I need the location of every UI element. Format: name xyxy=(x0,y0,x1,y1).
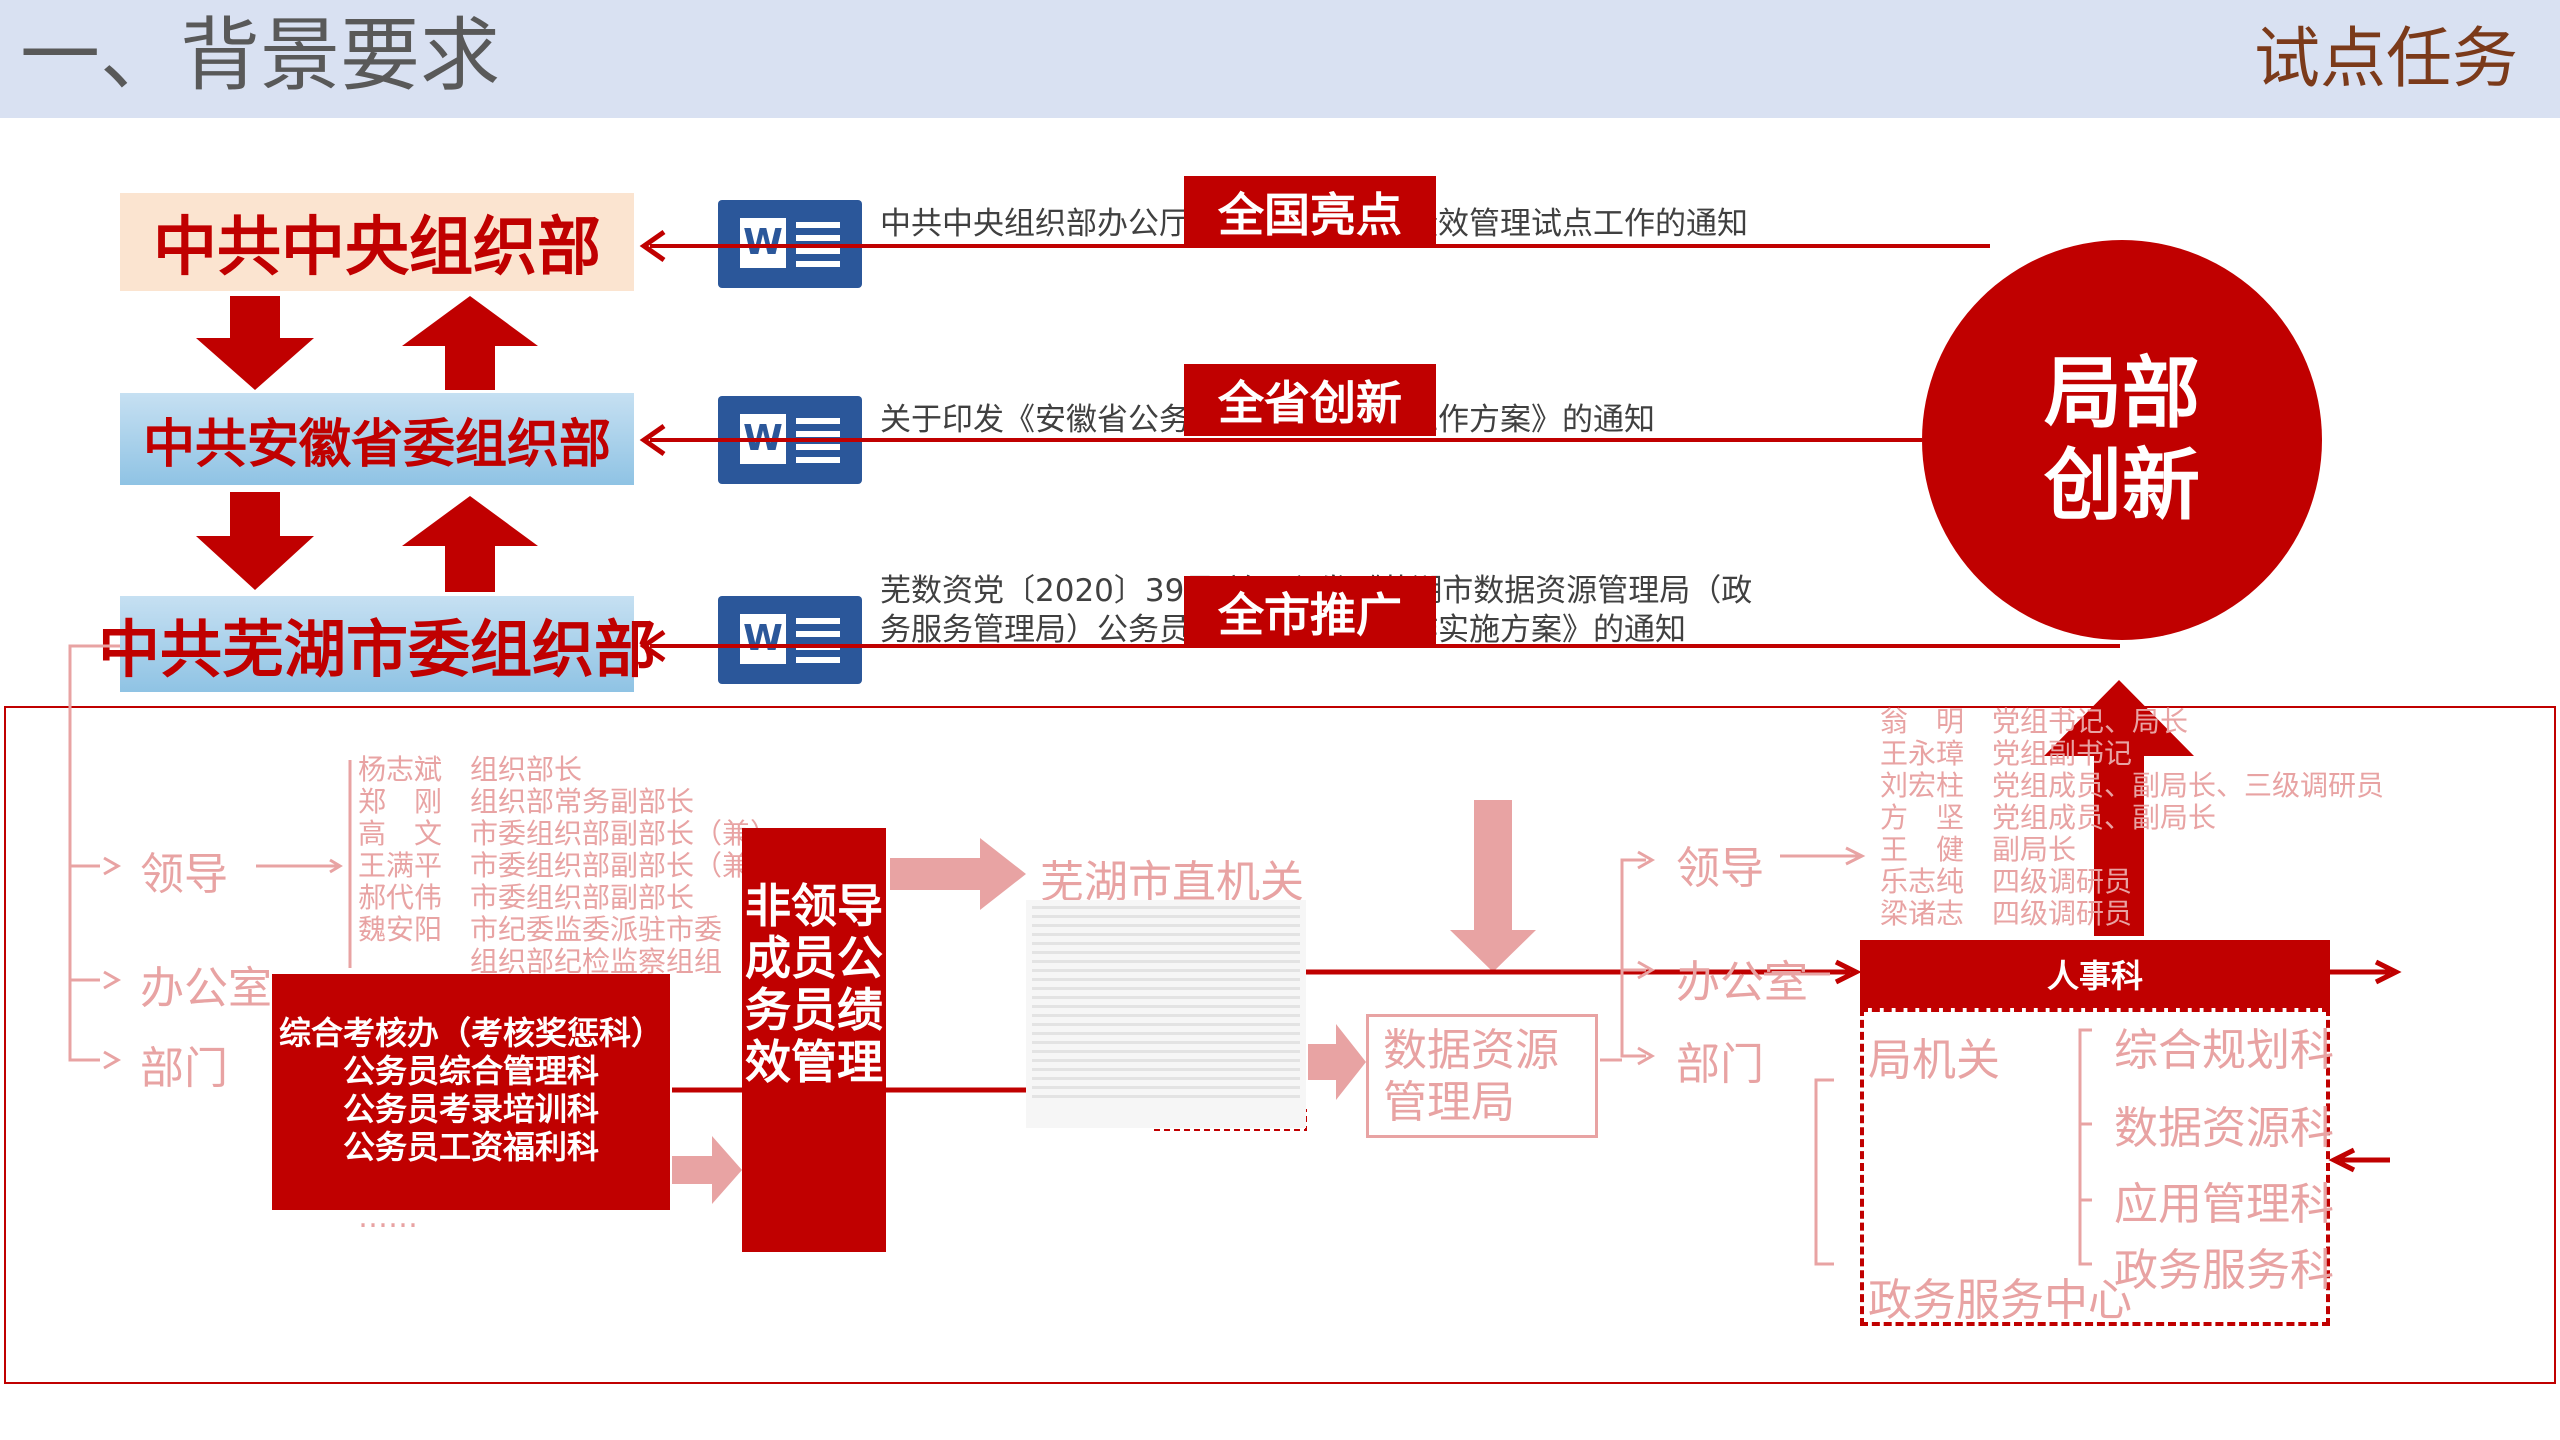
org-central: 中共中央组织部 xyxy=(120,193,634,291)
circle-line-1: 局部 xyxy=(2043,349,2200,439)
page-title: 一、背景要求 xyxy=(20,9,500,102)
org-municipal: 中共芜湖市委组织部 xyxy=(98,596,656,692)
tag-national: 全国亮点 xyxy=(1184,176,1436,248)
arrow-up-icon xyxy=(402,296,538,390)
arrow-left-icon xyxy=(639,423,666,457)
arrow-right-icon xyxy=(890,838,1026,910)
arrow-down-icon xyxy=(1450,800,1536,972)
city-organs-label: 芜湖市直机关 xyxy=(1040,857,1304,908)
arrow-up-icon xyxy=(402,496,538,592)
bureau-organ-label: 局机关 xyxy=(1868,1035,2000,1086)
personnel-section-box: 人事科 xyxy=(1860,940,2330,1008)
list-item: 王永璋 党组副书记 xyxy=(1880,737,2133,770)
list-item: 梁诸志 四级调研员 xyxy=(1880,897,2133,930)
arrow-down-icon xyxy=(196,492,314,590)
left-leader-list: 杨志斌 组织部长 郑 刚 组织部常务副部长 高 文 市委组织部副部长（兼） 王满… xyxy=(358,754,778,1010)
arrow-right-icon xyxy=(1308,1024,1366,1100)
circle-line-2: 创新 xyxy=(2043,441,2200,531)
section-item: 数据资源科 xyxy=(2114,1103,2334,1154)
arrow-down-icon xyxy=(196,296,314,390)
department-item: 公务员综合管理科 xyxy=(342,1052,599,1090)
section-item: 政务服务科 xyxy=(2114,1245,2334,1296)
header-bar xyxy=(0,0,2560,118)
list-item: 乐志纯 四级调研员 xyxy=(1880,865,2133,898)
left-branch-office: 办公室 xyxy=(140,963,272,1014)
list-item: 王满平 市委组织部副部长（兼） xyxy=(358,849,779,882)
list-item: 方 坚 党组成员、副局长 xyxy=(1880,801,2217,834)
list-item: 王 健 副局长 xyxy=(1880,833,2077,866)
list-item: 翁 明 党组书记、局长 xyxy=(1880,705,2189,738)
right-branch-office: 办公室 xyxy=(1676,957,1808,1008)
tag-provincial: 全省创新 xyxy=(1184,364,1436,436)
department-item: 公务员考录培训科 xyxy=(342,1090,599,1128)
arrow-left-icon xyxy=(639,229,666,263)
service-center-label: 政务服务中心 xyxy=(1868,1275,2132,1326)
list-item: 郝代伟 市委组织部副部长 xyxy=(358,881,695,914)
right-leader-list: 翁 明 党组书记、局长 王永璋 党组副书记 刘宏柱 党组成员、副局长、三级调研员… xyxy=(1880,706,2384,930)
nonleader-performance-box: 非领导成员公务员绩效管理 xyxy=(742,828,886,1252)
table-thumbnail xyxy=(1026,900,1306,1128)
right-branch-departments: 部门 xyxy=(1676,1039,1764,1090)
tag-municipal: 全市推广 xyxy=(1184,576,1436,648)
department-item: 综合考核办（考核奖惩科） xyxy=(278,1014,663,1052)
department-box: 综合考核办（考核奖惩科） 公务员综合管理科 公务员考录培训科 公务员工资福利科 xyxy=(272,974,670,1210)
local-innovation-circle: 局部 创新 xyxy=(1922,240,2322,640)
bureau-sections-box xyxy=(1860,1008,2330,1326)
department-item: 公务员工资福利科 xyxy=(342,1128,599,1166)
page-subtitle: 试点任务 xyxy=(2254,20,2518,97)
arrow-up-icon xyxy=(2044,680,2194,936)
data-bureau-box: 数据资源管理局 xyxy=(1366,1014,1598,1138)
lower-frame xyxy=(4,706,2556,1384)
left-branch-leaders: 领导 xyxy=(140,849,228,900)
arrow-left-icon xyxy=(639,629,666,663)
list-item: 杨志斌 组织部长 xyxy=(358,753,583,786)
section-item: 应用管理科 xyxy=(2114,1179,2334,1230)
right-branch-leaders: 领导 xyxy=(1676,843,1764,894)
org-provincial: 中共安徽省委组织部 xyxy=(120,393,634,485)
left-branch-departments: 部门 xyxy=(140,1043,228,1094)
arrow-right-icon xyxy=(672,1136,742,1204)
list-item: 郑 刚 组织部常务副部长 xyxy=(358,785,695,818)
section-item: 综合规划科 xyxy=(2114,1025,2334,1076)
list-item: 高 文 市委组织部副部长（兼） xyxy=(358,817,779,850)
list-item: 刘宏柱 党组成员、副局长、三级调研员 xyxy=(1880,769,2385,802)
ellipsis: …… xyxy=(358,1200,418,1235)
